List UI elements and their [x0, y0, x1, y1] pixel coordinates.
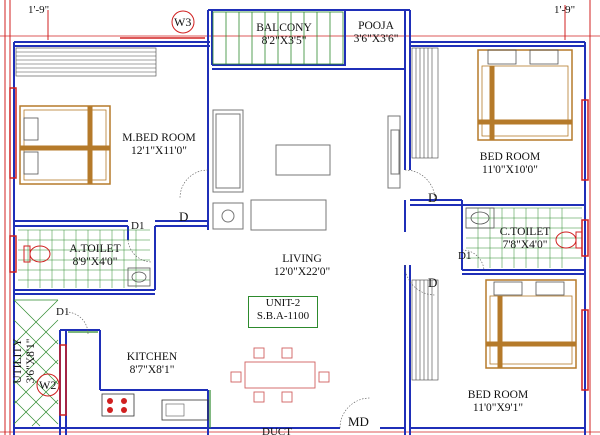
- unit-area: S.B.A-1100: [256, 310, 310, 322]
- window-w3-label: W3: [174, 15, 192, 29]
- living-furniture: [212, 109, 401, 231]
- toilet-tiles: [18, 207, 582, 288]
- door-d-bedroom-1: D: [428, 190, 438, 205]
- wardrobe-right-bottom: [411, 279, 439, 381]
- kitchen-size: 8'7"X8'1": [129, 364, 175, 376]
- utility-label: UTILITY 3'6"X8'1": [12, 326, 38, 396]
- balcony-size: 8'2"X3'5": [261, 35, 307, 47]
- unit-number: UNIT-2: [265, 297, 301, 309]
- bedroom-1-label: BED ROOM 11'0"X10'0": [470, 151, 550, 177]
- living-label: LIVING 12'0"X22'0": [262, 253, 342, 279]
- pooja-name: POOJA: [358, 20, 394, 32]
- bedroom2-bed: [485, 279, 577, 369]
- master-bedroom-label: M.BED ROOM 12'1"X11'0": [114, 132, 204, 158]
- master-bedroom-name: M.BED ROOM: [122, 132, 196, 144]
- duct-label: DUCT: [262, 426, 292, 435]
- window-marks: [9, 37, 589, 416]
- door-d1-c-toilet: D1: [458, 250, 472, 262]
- kitchen-name: KITCHEN: [126, 351, 178, 363]
- bedroom-2-label: BED ROOM 11'0"X9'1": [458, 389, 538, 415]
- door-swings: [65, 169, 485, 429]
- sanitary: [23, 231, 583, 263]
- wardrobe-left: [15, 47, 157, 77]
- pooja-size: 3'6"X3'6": [353, 33, 399, 45]
- a-toilet-label: A.TOILET 8'9"X4'0": [60, 243, 130, 269]
- utility-hatch: [13, 299, 59, 427]
- door-d-living-left: D: [179, 209, 189, 224]
- door-d1-a-toilet: D1: [131, 220, 145, 232]
- dim-top-right: 1'-9": [554, 4, 576, 16]
- living-size: 12'0"X22'0": [273, 266, 331, 278]
- balcony-name: BALCONY: [256, 22, 312, 34]
- bedroom-2-size: 11'0"X9'1": [472, 402, 524, 414]
- pooja-label: POOJA 3'6"X3'6": [349, 20, 403, 46]
- main-door-label: MD: [348, 414, 369, 429]
- dining-set: [230, 347, 330, 403]
- bedroom-2-name: BED ROOM: [467, 389, 529, 401]
- wash-basins: [127, 207, 495, 287]
- living-name: LIVING: [282, 253, 322, 265]
- master-bedroom-size: 12'1"X11'0": [131, 145, 187, 157]
- utility-size: 3'6"X8'1": [25, 338, 37, 384]
- balcony-hatch: [212, 11, 344, 65]
- utility-name: UTILITY: [12, 338, 24, 384]
- a-toilet-name: A.TOILET: [69, 243, 121, 255]
- door-d1-utility: D1: [56, 306, 70, 318]
- kitchen-counter: [101, 393, 209, 421]
- dim-top-left: 1'-9": [28, 4, 50, 16]
- c-toilet-name: C.TOILET: [499, 226, 551, 238]
- kitchen-label: KITCHEN 8'7"X8'1": [116, 351, 188, 377]
- bedroom1-bed: [477, 49, 573, 141]
- walls: [13, 9, 586, 435]
- master-bed: [19, 105, 111, 185]
- bedroom-1-size: 11'0"X10'0": [482, 164, 538, 176]
- window-w2-label: W2: [39, 378, 57, 392]
- wardrobe-right-top: [411, 47, 439, 159]
- c-toilet-label: C.TOILET 7'8"X4'0": [494, 226, 556, 252]
- a-toilet-size: 8'9"X4'0": [72, 256, 118, 268]
- unit-info-box: UNIT-2 S.B.A-1100: [248, 296, 318, 328]
- bedroom-1-name: BED ROOM: [479, 151, 541, 163]
- balcony-label: BALCONY 8'2"X3'5": [248, 22, 320, 48]
- door-d-bedroom-2: D: [428, 275, 438, 290]
- c-toilet-size: 7'8"X4'0": [502, 239, 548, 251]
